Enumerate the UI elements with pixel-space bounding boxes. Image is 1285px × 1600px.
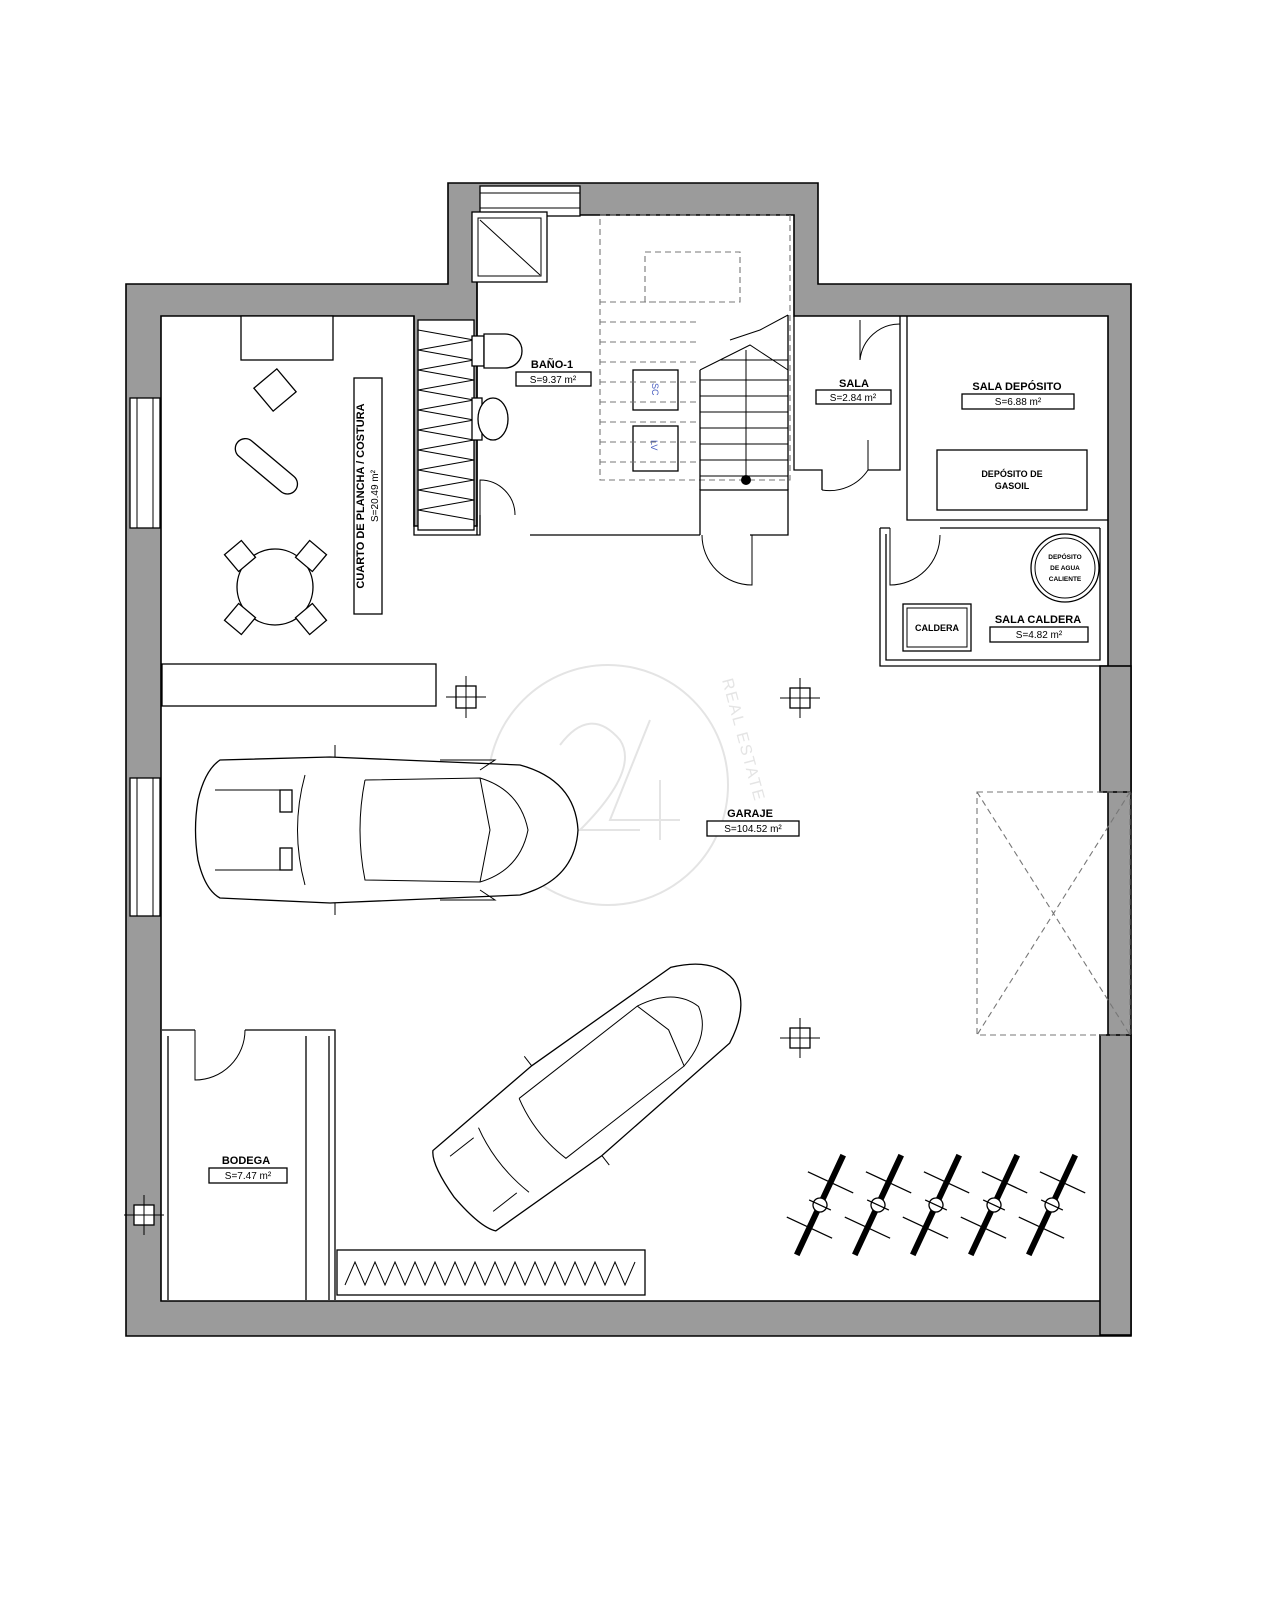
car-2 [432,963,742,1232]
shelving [336,319,646,1296]
bicycle [1018,1153,1086,1257]
bicycle [960,1153,1028,1257]
bodega-title: BODEGA [222,1155,270,1167]
bano-area: S=9.37 m² [530,375,577,386]
watermark-text: REAL ESTATE [718,677,767,805]
garaje-area: S=104.52 m² [724,824,782,835]
lv-label: LV [649,440,659,450]
sala-area: S=2.84 m² [830,393,877,404]
interior-walls [161,215,1132,1336]
columns [124,676,820,1235]
garaje-title: GARAJE [727,808,773,820]
car-1 [194,745,579,915]
sc-label: SC [650,383,660,396]
cuarto-area: S=20.49 m² [370,469,381,522]
equipment [902,449,1100,652]
deposito-agua-line1: DEPÓSITO [1048,552,1081,561]
bicycle [786,1153,854,1257]
deposito-gasoil-line2: GASOIL [995,481,1030,491]
bodega-area: S=7.47 m² [225,1171,272,1182]
sala-deposito-title: SALA DEPÓSITO [972,380,1062,393]
garage-door [976,791,1131,1036]
deposito-agua-line3: CALIENTE [1049,576,1082,583]
sala-caldera-title: SALA CALDERA [995,614,1081,626]
windows [129,185,581,917]
sala-caldera-area: S=4.82 m² [1016,630,1063,641]
deposito-agua-line2: DE AGUA [1050,565,1080,572]
doors [194,320,941,1081]
bath-fixtures: SC LV [471,211,679,472]
deposito-gasoil-line1: DEPÓSITO DE [981,468,1042,479]
staircase [599,214,791,490]
cuarto-title: CUARTO DE PLANCHA / COSTURA [355,403,367,588]
cuarto-furniture [223,315,383,636]
sala-title: SALA [839,378,869,390]
room-labels: BAÑO-1 S=9.37 m² SALA S=2.84 m² SALA DEP… [208,358,1089,1184]
caldera-label: CALDERA [915,623,959,633]
sala-deposito-area: S=6.88 m² [995,397,1042,408]
bicycle [902,1153,970,1257]
bicycle [844,1153,912,1257]
bano-title: BAÑO-1 [531,358,573,371]
bicycles [786,1153,1086,1257]
